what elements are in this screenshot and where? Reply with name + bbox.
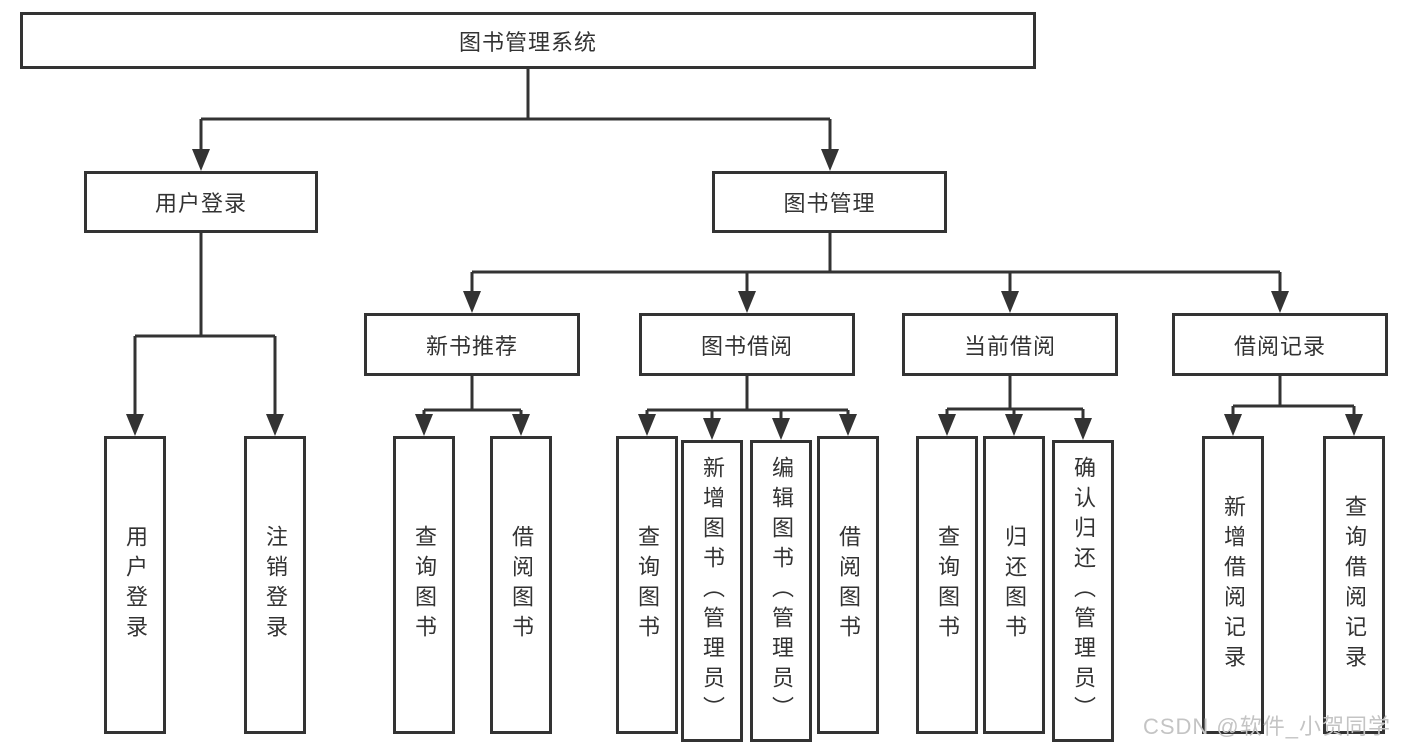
leaf-user-login: 用户登录 [104,436,166,734]
leaf-edit-book-admin: 编辑图书（管理员） [750,440,812,742]
leaf-edit-book-admin-label: 编辑图书（管理员） [769,456,794,726]
node-library-system-label: 图书管理系统 [458,29,597,55]
node-book-management-label: 图书管理 [783,191,876,216]
leaf-confirm-return-admin: 确认归还（管理员） [1052,440,1114,742]
leaf-query-borrow-record-label: 查询借阅记录 [1342,495,1367,675]
leaf-return-books: 归还图书 [983,436,1045,734]
node-current-borrowing-label: 当前借阅 [963,333,1056,359]
node-borrowing-records-label: 借阅记录 [1233,333,1326,359]
node-new-book-recommend-label: 新书推荐 [425,333,518,359]
leaf-query-books-borrowing-label: 查询图书 [635,525,660,645]
node-book-borrowing-label: 图书借阅 [700,333,793,359]
leaf-query-books-recommend: 查询图书 [393,436,455,734]
leaf-borrow-books-borrowing: 借阅图书 [817,436,879,734]
node-user-login-group: 用户登录 [84,171,318,233]
leaf-user-login-label: 用户登录 [123,525,148,645]
arrowheads [126,149,1363,440]
node-book-borrowing: 图书借阅 [639,313,855,376]
leaf-confirm-return-admin-label: 确认归还（管理员） [1071,456,1096,726]
node-book-management: 图书管理 [712,171,947,233]
leaf-query-books-current: 查询图书 [916,436,978,734]
node-new-book-recommend: 新书推荐 [364,313,580,376]
leaf-borrow-books-recommend: 借阅图书 [490,436,552,734]
leaf-add-book-admin-label: 新增图书（管理员） [700,456,725,726]
leaf-query-books-recommend-label: 查询图书 [412,525,437,645]
node-borrowing-records: 借阅记录 [1172,313,1388,376]
leaf-borrow-books-borrowing-label: 借阅图书 [836,525,861,645]
watermark-text: CSDN @软件_小贺同学 [1142,714,1391,739]
leaf-add-borrow-record-label: 新增借阅记录 [1221,495,1246,675]
leaf-add-book-admin: 新增图书（管理员） [681,440,743,742]
leaf-add-borrow-record: 新增借阅记录 [1202,436,1264,734]
leaf-query-borrow-record: 查询借阅记录 [1323,436,1385,734]
leaf-return-books-label: 归还图书 [1002,525,1027,645]
leaf-query-books-current-label: 查询图书 [935,525,960,645]
node-library-system: 图书管理系统 [20,12,1036,69]
leaf-borrow-books-recommend-label: 借阅图书 [509,525,534,645]
leaf-logout-label: 注销登录 [263,525,288,645]
node-user-login-group-label: 用户登录 [154,191,247,216]
leaf-logout: 注销登录 [244,436,306,734]
leaf-query-books-borrowing: 查询图书 [616,436,678,734]
node-current-borrowing: 当前借阅 [902,313,1118,376]
